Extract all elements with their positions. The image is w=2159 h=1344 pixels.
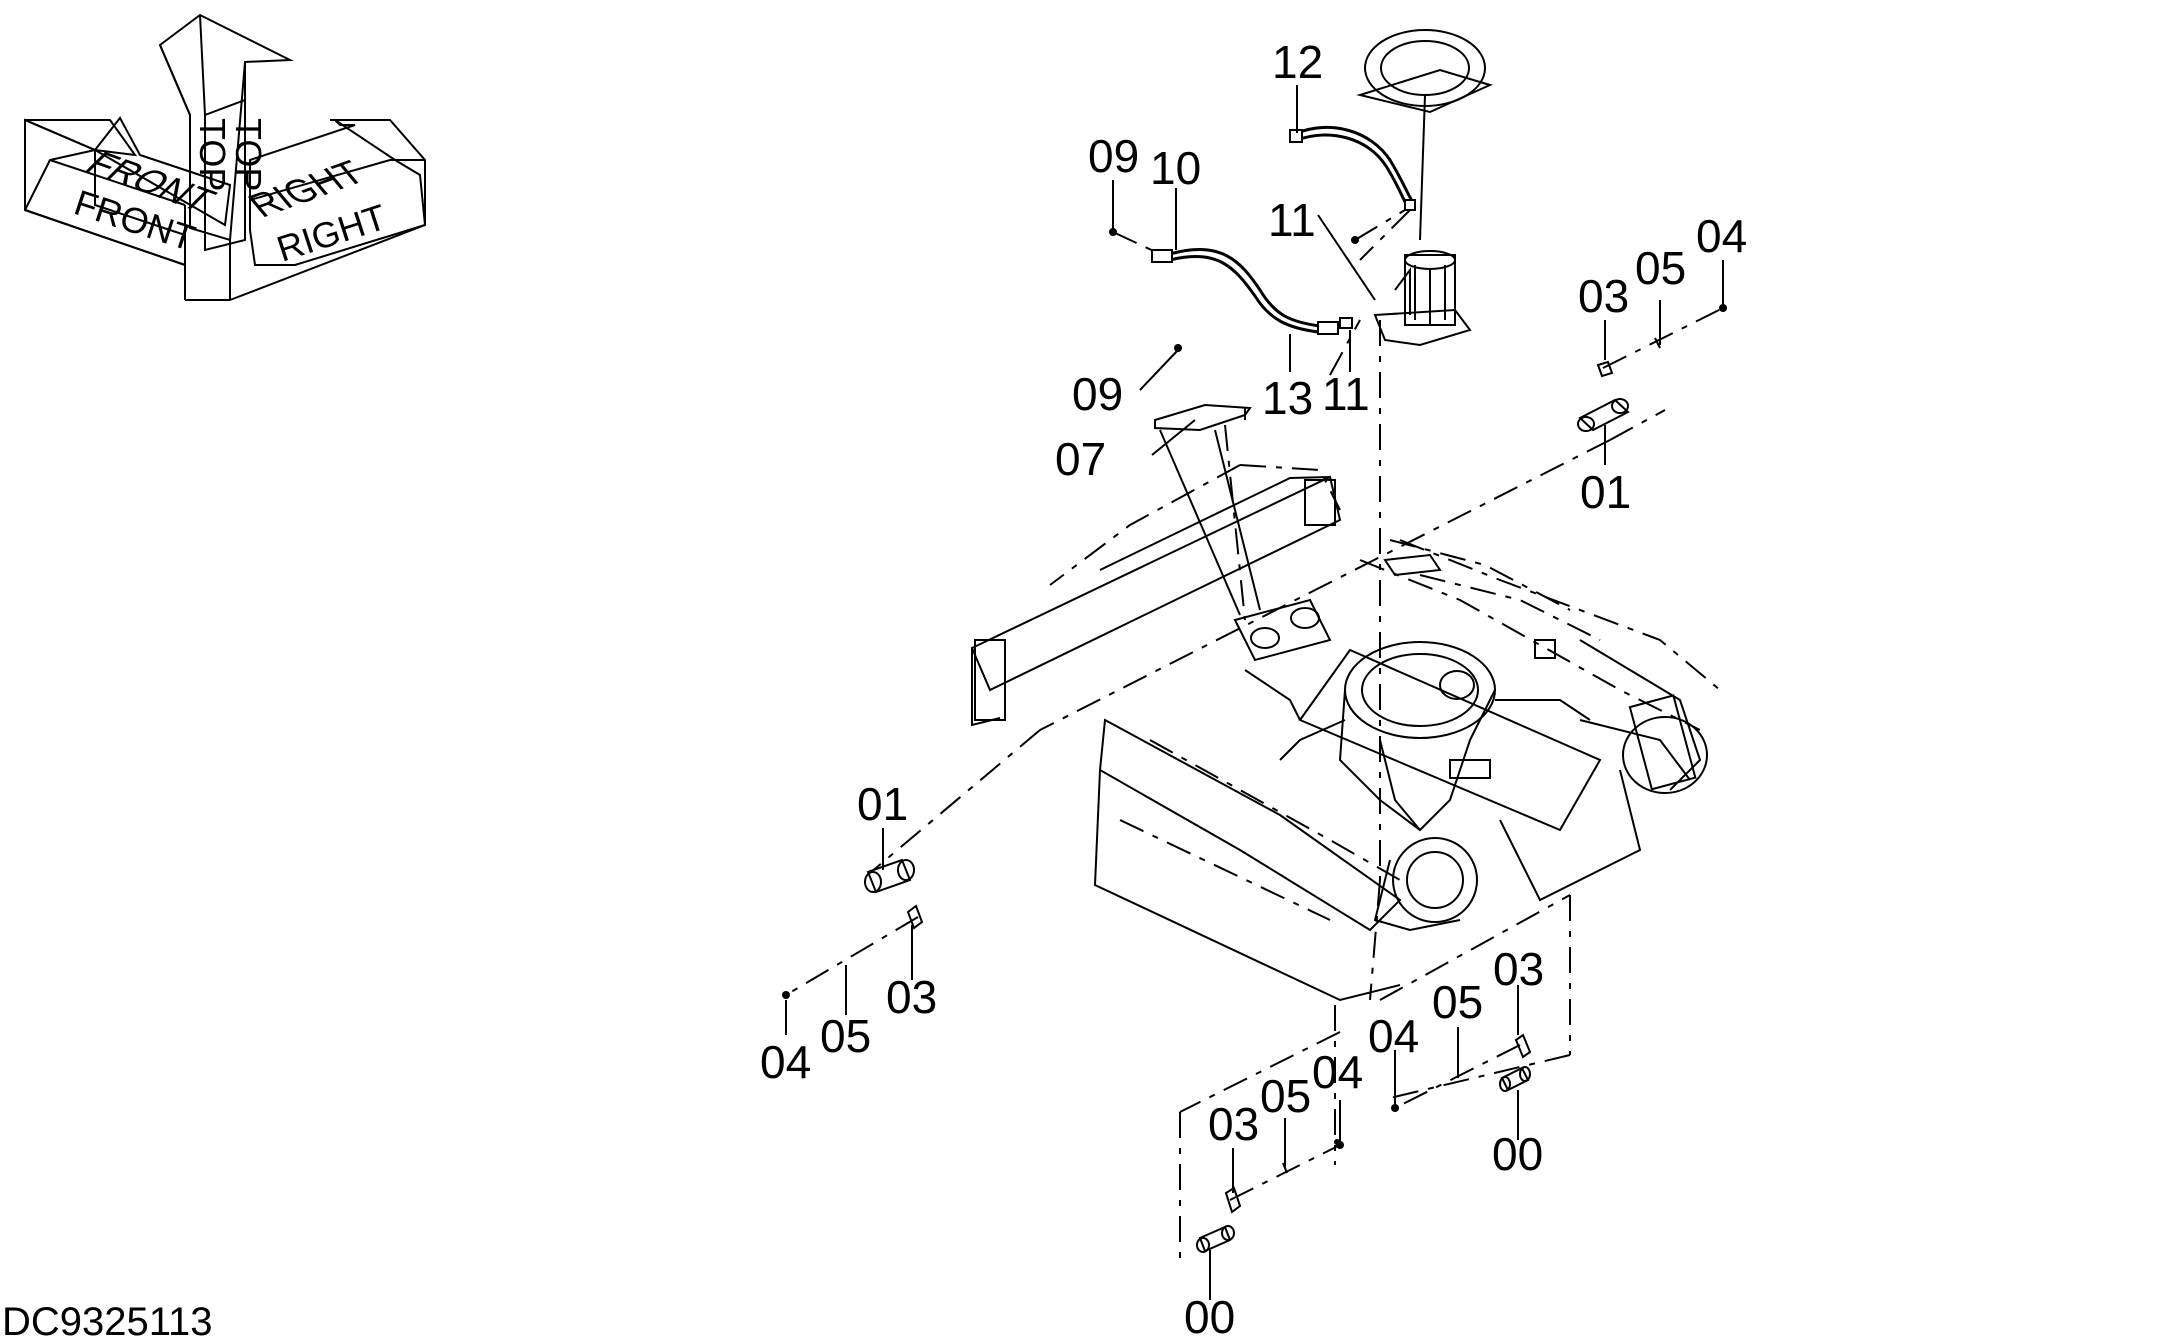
callout-05-bottom-center: 05 xyxy=(1260,1070,1311,1122)
top-label-left: TOP xyxy=(192,118,233,191)
callout-01-right: 01 xyxy=(1580,466,1631,518)
pin-00-bottom-right xyxy=(1499,1066,1531,1092)
callout-11-upper: 11 xyxy=(1268,194,1316,246)
callout-10: 10 xyxy=(1150,142,1201,194)
callout-00-bottom-center: 00 xyxy=(1184,1291,1235,1343)
pin-01-left xyxy=(864,858,915,894)
callout-04-bottom-right: 04 xyxy=(1368,1010,1419,1062)
callout-12: 12 xyxy=(1272,36,1323,88)
top-label-right: TOP xyxy=(228,118,269,191)
lock-03-bottom-center xyxy=(1224,1186,1242,1214)
callout-05-left: 05 xyxy=(820,1010,871,1062)
fastener-chains xyxy=(785,209,1724,1201)
washer-05-right xyxy=(1654,337,1661,349)
callout-05-bottom-right: 05 xyxy=(1432,976,1483,1028)
pin-00-bottom-center xyxy=(1196,1225,1235,1253)
callout-13: 13 xyxy=(1262,372,1313,424)
bolt-09-mid xyxy=(1174,344,1182,352)
right-arrow-block xyxy=(185,119,427,301)
callout-04-bottom-center: 04 xyxy=(1312,1046,1363,1098)
drawing-id: DC9325113 xyxy=(2,1300,213,1344)
callout-03-bottom-center: 03 xyxy=(1208,1098,1259,1150)
callout-04-left: 04 xyxy=(760,1036,811,1088)
callout-07: 07 xyxy=(1055,433,1106,485)
undercarriage-frame xyxy=(970,464,1721,1002)
callout-03-bottom-right: 03 xyxy=(1493,943,1544,995)
callout-03-right: 03 xyxy=(1578,270,1629,322)
top-arrow-block xyxy=(158,13,294,252)
front-arrow-block xyxy=(24,116,232,300)
leader-lines xyxy=(785,85,1724,1300)
callout-11-lower: 11 xyxy=(1322,368,1370,420)
callout-09-top: 09 xyxy=(1088,130,1139,182)
callout-05-right: 05 xyxy=(1635,242,1686,294)
callout-03-left: 03 xyxy=(886,971,937,1023)
callout-04-right: 04 xyxy=(1696,210,1747,262)
pin-01-right xyxy=(1577,398,1630,432)
lock-03-bottom-right xyxy=(1514,1033,1532,1059)
callout-09-mid: 09 xyxy=(1072,368,1123,420)
rotary-joint-assembly xyxy=(1356,29,1493,347)
hose-12 xyxy=(1289,125,1417,212)
assembly-centerlines xyxy=(869,209,1666,1260)
callout-00-bottom-right: 00 xyxy=(1492,1128,1543,1180)
callout-01-left: 01 xyxy=(857,778,908,830)
lock-03-left xyxy=(906,904,924,930)
cover-plate xyxy=(1356,68,1493,114)
orientation-indicator: FRONT FRONT TOP TOP RIGHT RIGHT xyxy=(24,13,427,301)
bolt-04-left xyxy=(782,991,790,999)
hose-13 xyxy=(1151,248,1353,335)
bracket-plate-07 xyxy=(1154,403,1261,616)
callout-labels: 12 09 10 11 09 13 11 07 03 05 04 01 01 0… xyxy=(760,36,1747,1343)
